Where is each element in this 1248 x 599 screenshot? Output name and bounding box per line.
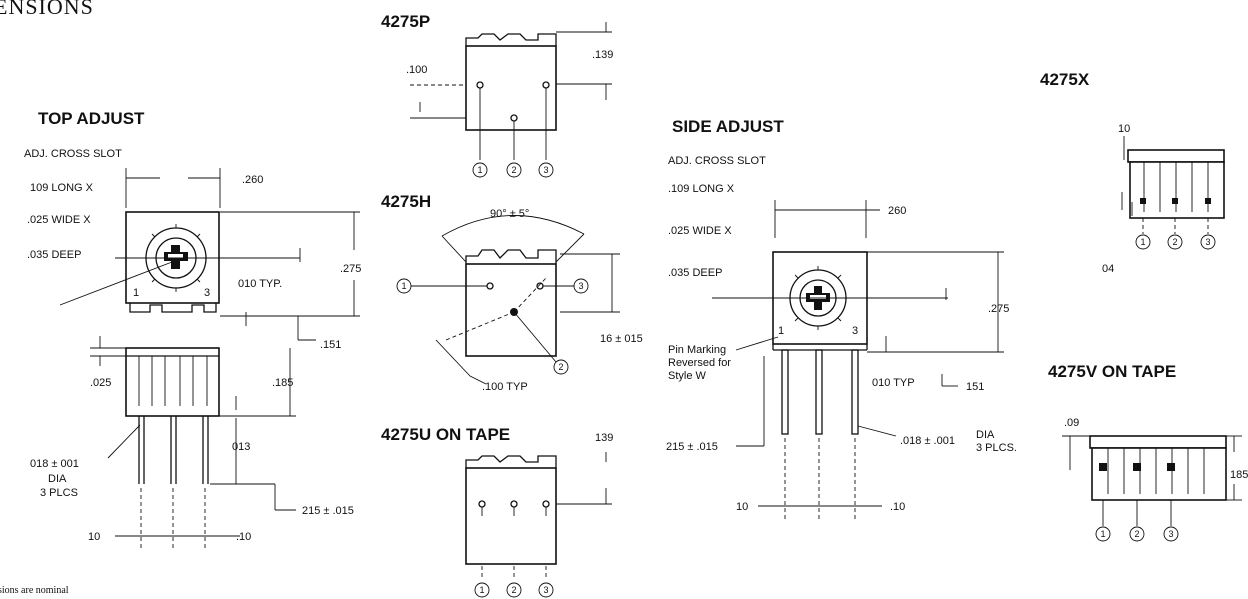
model-4275H-typ: .100 TYP (482, 381, 528, 393)
model-4275U-top-dim: 139 (595, 432, 613, 444)
model-4275X-rim (1127, 149, 1225, 163)
model-4275P-pin-3: 3 (543, 165, 548, 175)
model-4275H-header: 4275H (381, 192, 431, 211)
model-4275H-pin-1: 1 (401, 281, 406, 291)
top-slot-title: ADJ. CROSS SLOT (24, 148, 122, 160)
model-4275V-view: 4275V ON TAPE .09 185 1 2 3 (1048, 362, 1248, 542)
model-4275X-header: 4275X (1040, 70, 1090, 89)
model-4275P-left-dim: .100 (406, 64, 427, 76)
top-pin-mark-3: 3 (204, 287, 210, 299)
side-pin-marking-2: Reversed for (668, 357, 731, 369)
side-standoff-dim: 151 (966, 381, 984, 393)
side-pin-dia-2: DIA (976, 429, 995, 441)
side-pitch-right: .10 (890, 501, 905, 513)
model-4275V-rim (1089, 435, 1227, 449)
top-adjust-view: TOP ADJUST ADJ. CROSS SLOT 109 LONG X .0… (24, 109, 361, 548)
side-pitch-left: 10 (736, 501, 748, 513)
side-pin-mark-3: 3 (852, 325, 858, 337)
model-4275U-view: 4275U ON TAPE 139 1 2 3 (381, 425, 613, 598)
side-pin-mark-1: 1 (778, 325, 784, 337)
side-slot-title: ADJ. CROSS SLOT (668, 155, 766, 167)
model-4275P-header: 4275P (381, 12, 430, 31)
model-4275H-angle: 90° ± 5° (490, 208, 529, 220)
side-slot-deep: .035 DEEP (668, 267, 722, 279)
top-pitch-right: .10 (236, 531, 251, 543)
side-pin-marking-1: Pin Marking (668, 344, 726, 356)
model-4275V-pin-2: 2 (1134, 529, 1139, 539)
top-rim-dim: .025 (90, 377, 111, 389)
top-slot-long: 109 LONG X (30, 182, 94, 194)
model-4275X-pin-2: 2 (1172, 237, 1177, 247)
model-4275V-pin-1: 1 (1100, 529, 1105, 539)
model-4275H-pin-2: 2 (558, 362, 563, 372)
model-4275U-body (465, 467, 557, 565)
top-width-dim: .260 (242, 174, 263, 186)
model-4275P-pin-1: 1 (477, 165, 482, 175)
model-4275H-right-dim: 16 ± 015 (600, 333, 643, 345)
side-slot-wide: .025 WIDE X (668, 225, 732, 237)
model-4275U-header: 4275U ON TAPE (381, 425, 510, 444)
model-4275U-pin-2: 2 (511, 585, 516, 595)
model-4275H-view: 4275H 90° ± 5° 1 3 2 16 ± 015 .100 TYP (381, 192, 643, 393)
top-slot-wide: .025 WIDE X (27, 214, 91, 226)
model-4275V-pin-3: 3 (1168, 529, 1173, 539)
top-pitch-left: 10 (88, 531, 100, 543)
model-4275U-pin-3: 3 (543, 585, 548, 595)
model-4275V-header: 4275V ON TAPE (1048, 362, 1176, 381)
top-pin-offset-dim: 013 (232, 441, 250, 453)
side-adjust-view: SIDE ADJUST ADJ. CROSS SLOT .109 LONG X … (666, 117, 1017, 520)
side-pin-marking-3: Style W (668, 370, 707, 382)
model-4275X-pin-1: 1 (1140, 237, 1145, 247)
side-slot-long: .109 LONG X (668, 183, 735, 195)
top-adjust-front-view (125, 347, 220, 417)
side-adjust-header: SIDE ADJUST (672, 117, 784, 136)
top-slot-deep: .035 DEEP (27, 249, 81, 261)
model-4275V-right-dim: 185 (1230, 469, 1248, 481)
top-pin-dia-3: 3 PLCS (40, 487, 78, 499)
model-4275P-top-dim: .139 (592, 49, 613, 61)
model-4275P-pin-2: 2 (511, 165, 516, 175)
side-height-dim: .275 (988, 303, 1009, 315)
top-standoff-dim: .151 (320, 339, 341, 351)
top-pin-dia-2: DIA (48, 473, 67, 485)
top-typ-dim: 010 TYP. (238, 278, 282, 290)
top-pin-length-dim: 215 ± .015 (302, 505, 354, 517)
top-pin-mark-1: 1 (133, 287, 139, 299)
model-4275V-body (1091, 447, 1227, 501)
model-4275U-pin-1: 1 (479, 585, 484, 595)
top-pin-dia-1: 018 ± 001 (30, 458, 79, 470)
model-4275X-bottom-dim: 04 (1102, 263, 1114, 275)
top-height-dim: .275 (340, 263, 361, 275)
model-4275V-left-dim: .09 (1064, 417, 1079, 429)
top-body-height-dim: .185 (272, 377, 293, 389)
side-pin-dia-3: 3 PLCS. (976, 442, 1017, 454)
model-4275X-pin-3: 3 (1205, 237, 1210, 247)
side-typ-dim: 010 TYP (872, 377, 915, 389)
side-pin-length-dim: 215 ± .015 (666, 441, 718, 453)
side-width-dim: 260 (888, 205, 906, 217)
model-4275X-view: 4275X 10 1 2 3 04 (1040, 70, 1225, 275)
side-pin-dia-1: .018 ± .001 (900, 435, 955, 447)
top-adjust-header: TOP ADJUST (38, 109, 145, 128)
model-4275X-top-dim: 10 (1118, 123, 1130, 135)
model-4275H-pin-3: 3 (578, 281, 583, 291)
page-title: ENSIONS (0, 0, 94, 19)
footnote: sions are nominal (0, 585, 69, 596)
model-4275P-view: 4275P .139 .100 1 2 3 (381, 12, 613, 178)
